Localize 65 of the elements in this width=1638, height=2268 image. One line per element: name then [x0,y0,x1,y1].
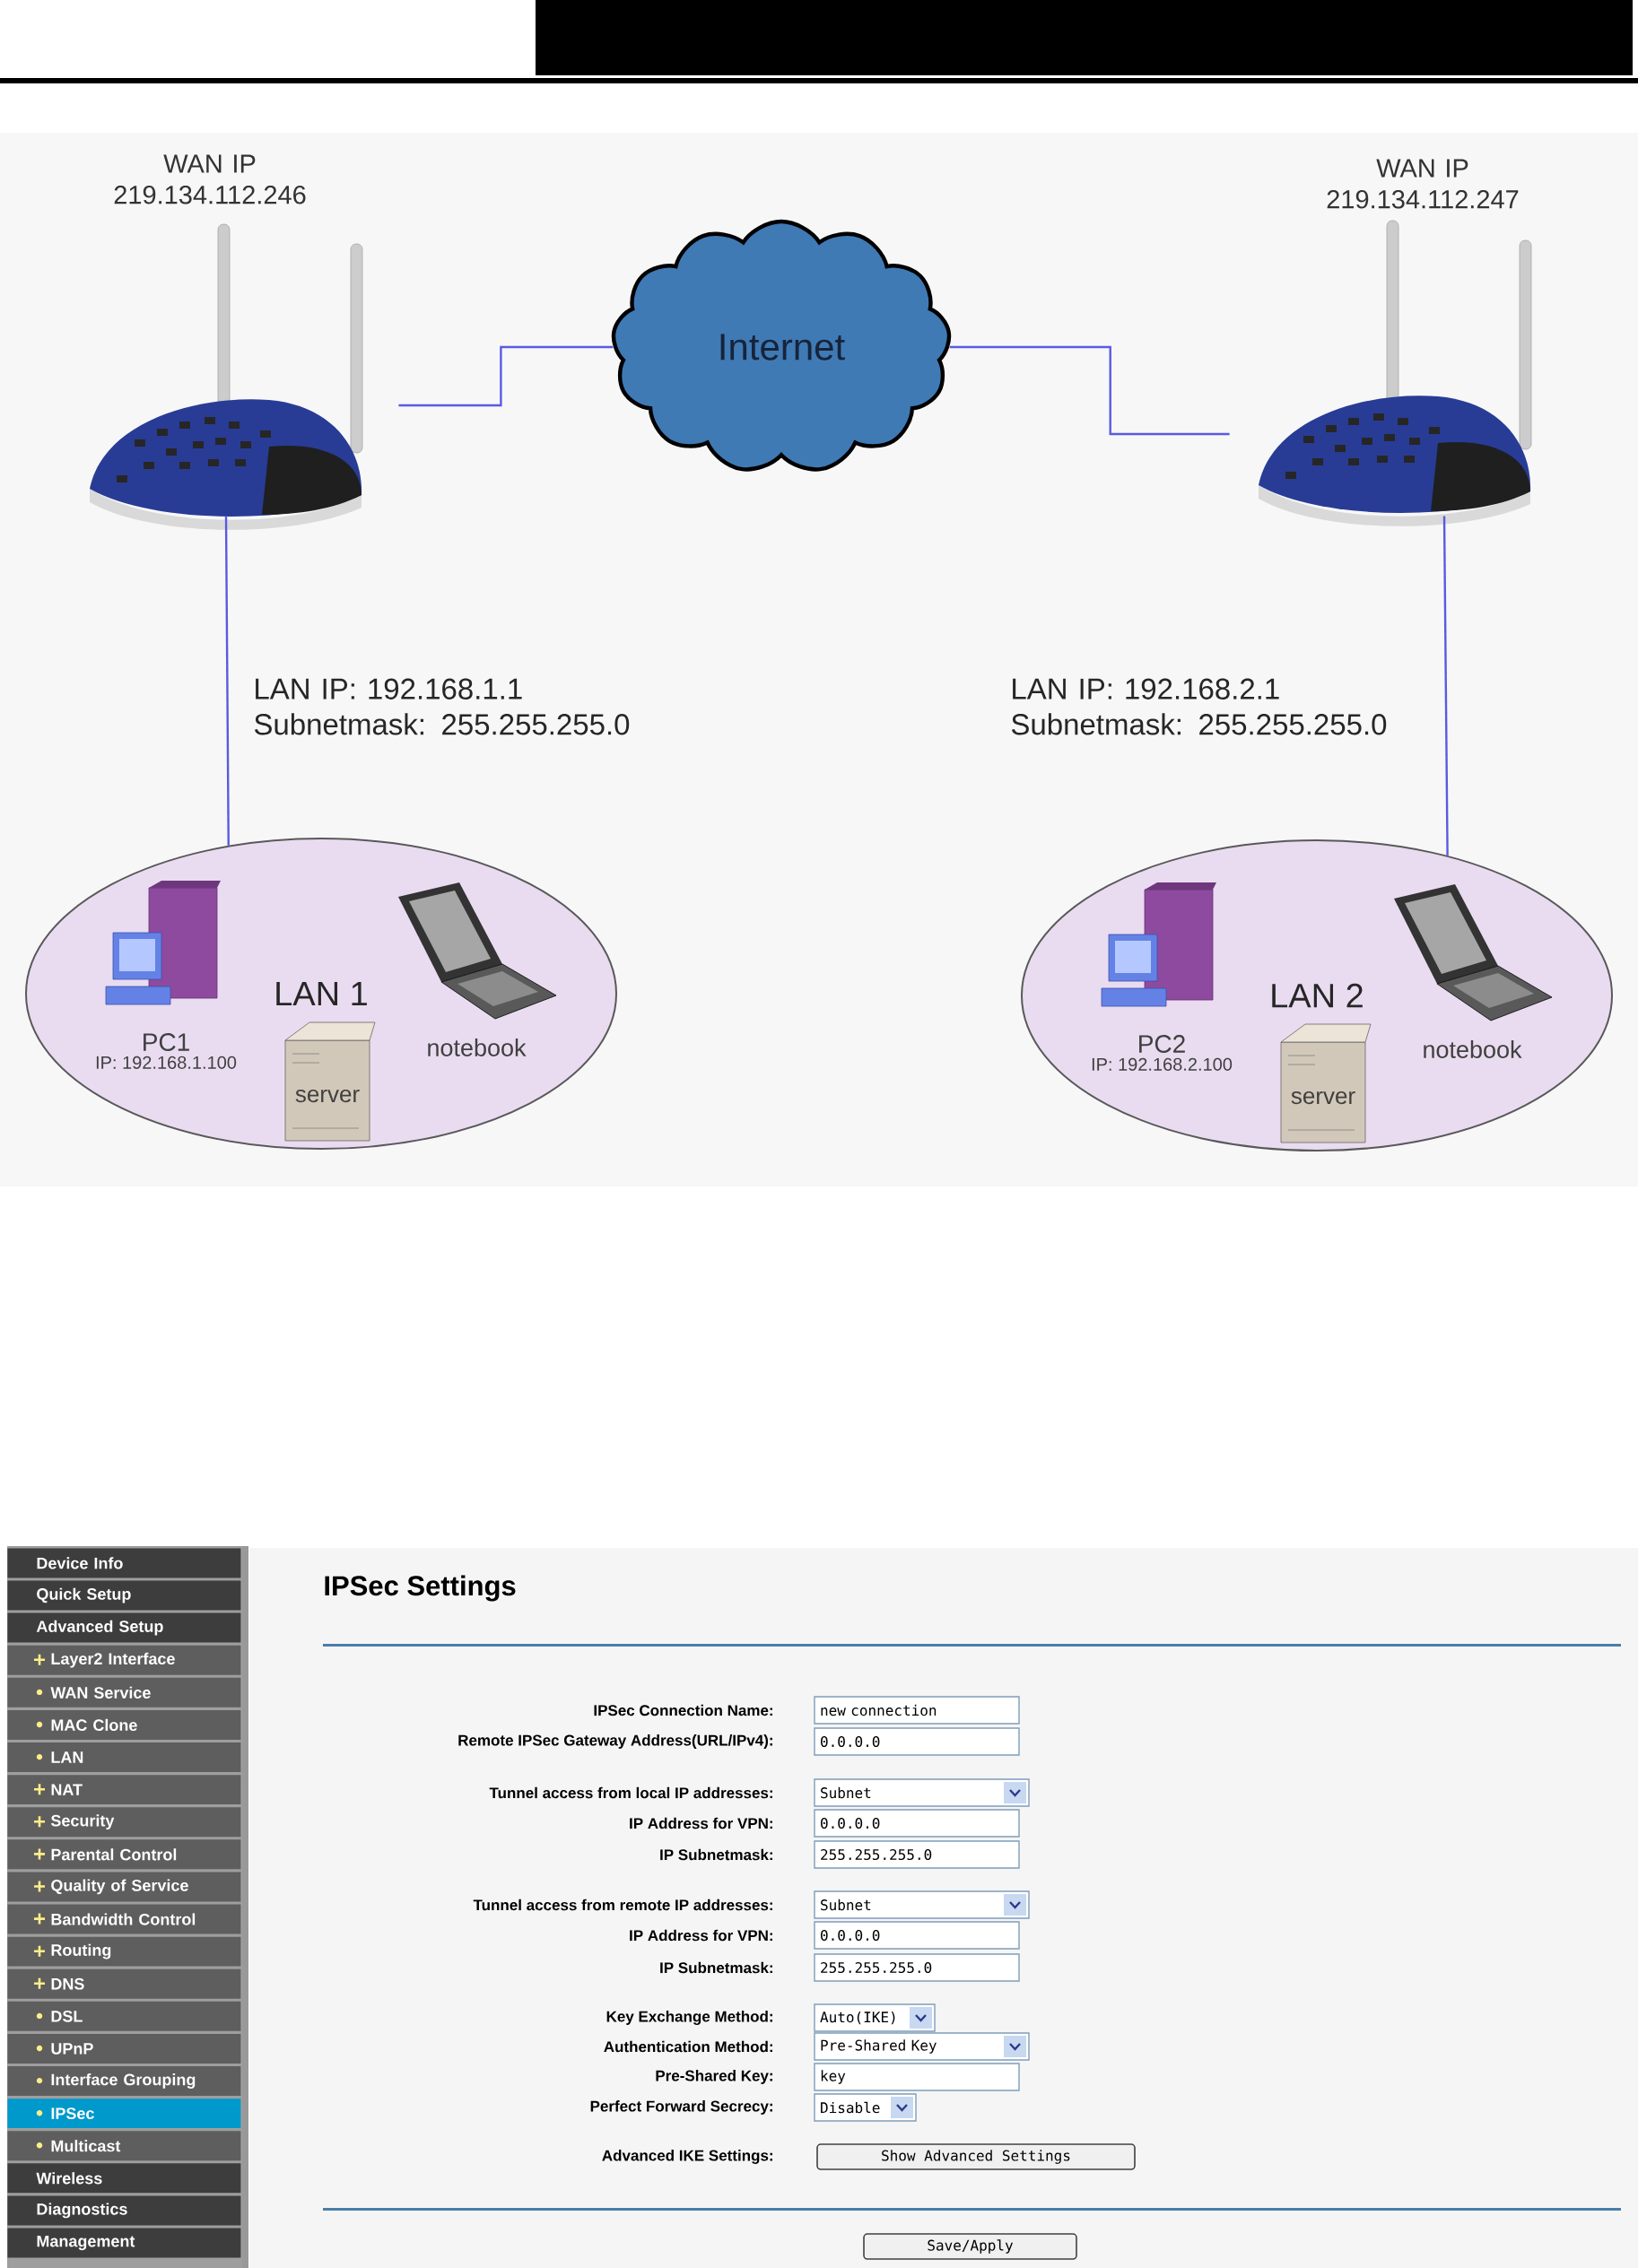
menu-item: Quality of Service [7,1872,241,1902]
computer-label: PC2 IP: 192.168.2.100 [1092,1035,1233,1071]
field-label: IP Address for VPN: [630,1817,772,1829]
menu-item: DSL [7,2001,241,2031]
computer-label: PC1 IP: 192.168.1.100 [96,1033,237,1069]
menu-item: Quick Setup [7,1580,241,1611]
connector-line [949,345,1230,436]
menu-item: Parental Control [7,1839,241,1870]
input-field: 0.0.0.0 [814,1921,1020,1950]
menu-item: Management [7,2228,241,2258]
menu-item: Wireless [7,2163,241,2194]
field-label: Advanced IKE Settings: [602,2150,772,2164]
connector-line [1442,516,1449,856]
edge-label: LAN IP: 192.168.2.1 Subnetmask: 255.255.255.0 [1011,678,1387,735]
field-label: Tunnel access from local IP addresses: [489,1786,772,1799]
notebook-label: notebook [1424,1040,1522,1058]
ip-address-label: WAN IP 219.134.112.247 [1327,159,1519,209]
field-label: IP Subnetmask: [660,1848,772,1861]
input-field: 0.0.0.0 [814,1809,1020,1838]
dropdown: Subnet [814,1890,1030,1919]
button: Save/Apply [863,2233,1077,2260]
cloud: Internet [611,219,952,472]
menu-item: Multicast [7,2131,241,2161]
dropdown: Subnet [814,1778,1030,1807]
edge-label: LAN IP: 192.168.1.1 Subnetmask: 255.255.255.0 [254,678,630,735]
menu-item: Routing [7,1936,241,1967]
notebook-label: notebook [428,1038,527,1056]
menu-item: Advanced Setup [7,1612,241,1643]
field-label: Pre-Shared Key: [656,2070,772,2084]
field-label: Perfect Forward Secrecy: [590,2100,772,2115]
input-field: new connection [814,1696,1020,1725]
field-label: Authentication Method: [604,2040,772,2053]
field-label: IP Address for VPN: [630,1929,772,1942]
menu-item: Device Info [7,1548,241,1578]
field-label: Remote IPSec Gateway Address(URL/IPv4): [458,1734,772,1749]
menu-item: DNS [7,1968,241,1999]
page-heading: IPSec Settings [325,1575,516,1602]
menu-item: WAN Service [7,1677,241,1708]
menu-item: MAC Clone [7,1709,241,1740]
field-label: Tunnel access from remote IP addresses: [473,1899,772,1911]
menu-item: IPSec [7,2099,241,2129]
menu-item: Security [7,1807,241,1838]
dropdown: Pre-Shared Key [814,2032,1030,2061]
connector-line [224,516,230,846]
menu-item: NAT [7,1775,241,1805]
server-drawing: server [1280,1023,1372,1143]
field-label: Key Exchange Method: [606,2011,772,2025]
input-field: 255.255.255.0 [814,1840,1020,1869]
input-field: 0.0.0.0 [814,1727,1020,1756]
input-field: key [814,2063,1020,2091]
field-label: IP Subnetmask: [660,1961,772,1974]
menu-item: UPnP [7,2033,241,2064]
menu-item: Diagnostics [7,2195,241,2226]
server-drawing: server [284,1021,376,1142]
dropdown: Disable [814,2093,917,2122]
menu-item: Interface Grouping [7,2066,241,2096]
ip-address-label: WAN IP 219.134.112.246 [114,154,306,204]
input-field: 255.255.255.0 [814,1953,1020,1982]
menu-item: Layer2 Interface [7,1645,241,1675]
menu-item: LAN [7,1742,241,1772]
menu-item: Bandwidth Control [7,1904,241,1934]
dropdown: Auto(IKE) [814,2003,936,2032]
field-label: IPSec Connection Name: [594,1704,772,1716]
button: Show Advanced Settings [816,2143,1136,2170]
connector-line [398,345,614,407]
